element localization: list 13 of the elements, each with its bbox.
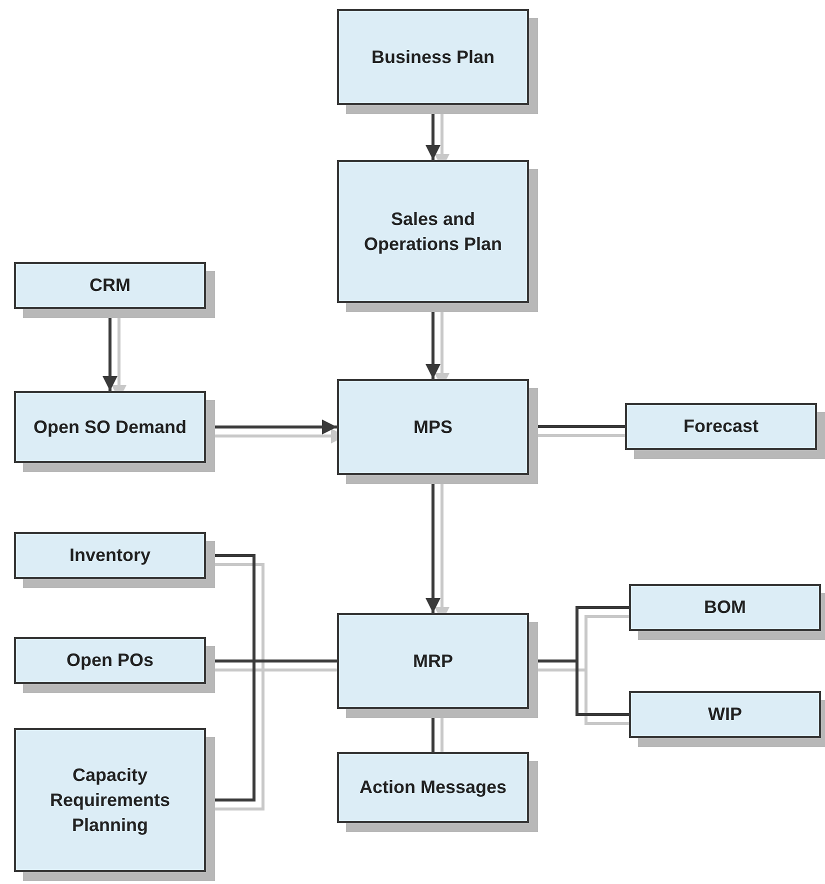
box-label: BOM (703, 596, 747, 619)
box-label: WIP (707, 703, 743, 726)
box-label: MPS (412, 416, 454, 438)
box-label: Capacity Requirements Planning (48, 764, 172, 837)
box-label: Inventory (68, 544, 152, 567)
box-label: Open POs (65, 649, 155, 672)
box-label: Business Plan (370, 46, 496, 68)
box-label: CRM (88, 274, 132, 297)
box-label: Action Messages (358, 776, 508, 799)
box-label: MRP (412, 650, 454, 672)
box-label: Forecast (682, 415, 760, 438)
box-label: Open SO Demand (32, 416, 188, 439)
box-label: Sales and Operations Plan (362, 208, 504, 256)
